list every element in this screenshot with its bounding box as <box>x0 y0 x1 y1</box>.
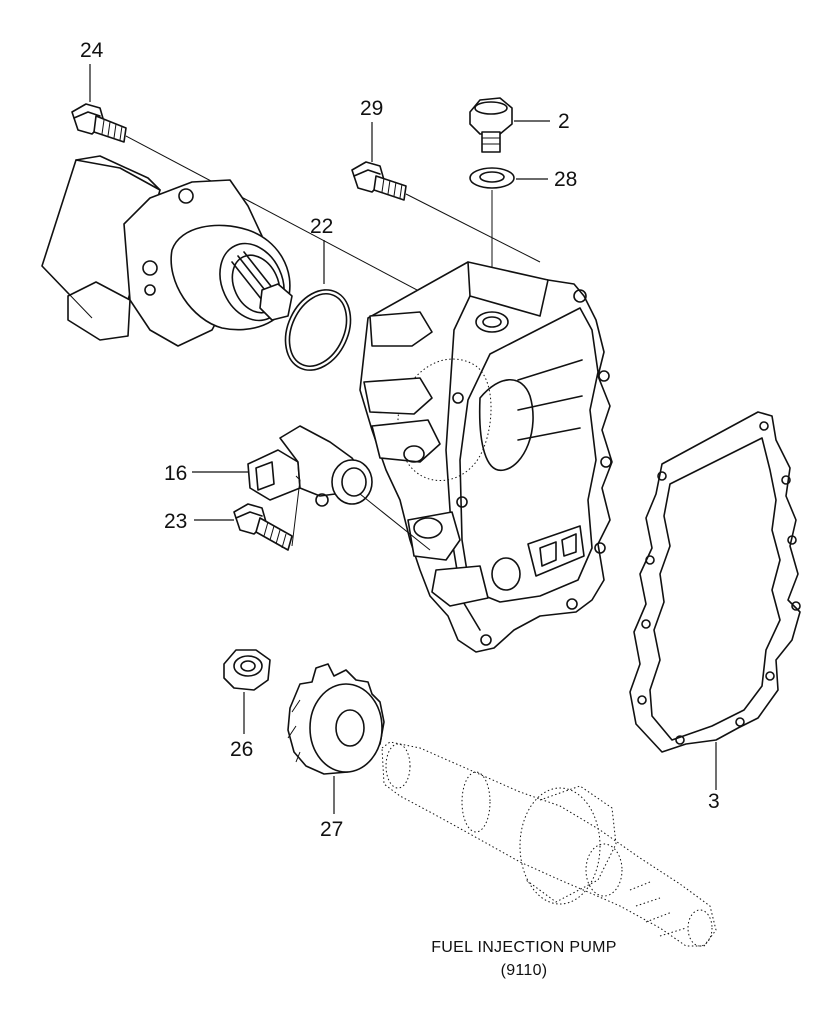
callout-28: 28 <box>554 168 577 191</box>
callout-22: 22 <box>310 215 333 238</box>
assembly-line-29 <box>405 193 541 263</box>
assembly-line-24 <box>125 135 471 319</box>
pump-shaft <box>381 741 717 947</box>
caption-line-2: (9110) <box>501 962 548 979</box>
part-3-gasket <box>629 411 801 753</box>
part-27-gear <box>287 663 385 775</box>
callout-23: 23 <box>164 510 187 533</box>
callout-2: 2 <box>558 110 570 133</box>
part-22-o-ring <box>284 289 352 371</box>
housing-cover <box>359 261 613 653</box>
callout-24: 24 <box>80 39 104 62</box>
part-23-bolt <box>233 503 293 551</box>
assembly-line-16 <box>359 493 431 551</box>
actuator-outline-line <box>41 265 93 319</box>
assembly-line-23 <box>291 475 301 547</box>
part-29-bolt <box>351 161 407 201</box>
caption-line-1: FUEL INJECTION PUMP <box>431 939 617 956</box>
callout-26: 26 <box>230 738 253 761</box>
solenoid-actuator <box>41 155 293 347</box>
part-28-washer <box>469 167 515 189</box>
part-26-nut <box>223 649 271 691</box>
callout-16: 16 <box>164 462 187 485</box>
part-16-sensor <box>247 425 373 507</box>
part-24-bolt <box>71 103 127 143</box>
part-2-plug-bolt <box>469 97 513 153</box>
callout-29: 29 <box>360 97 383 120</box>
callout-27: 27 <box>320 818 343 841</box>
callout-3: 3 <box>708 790 720 813</box>
